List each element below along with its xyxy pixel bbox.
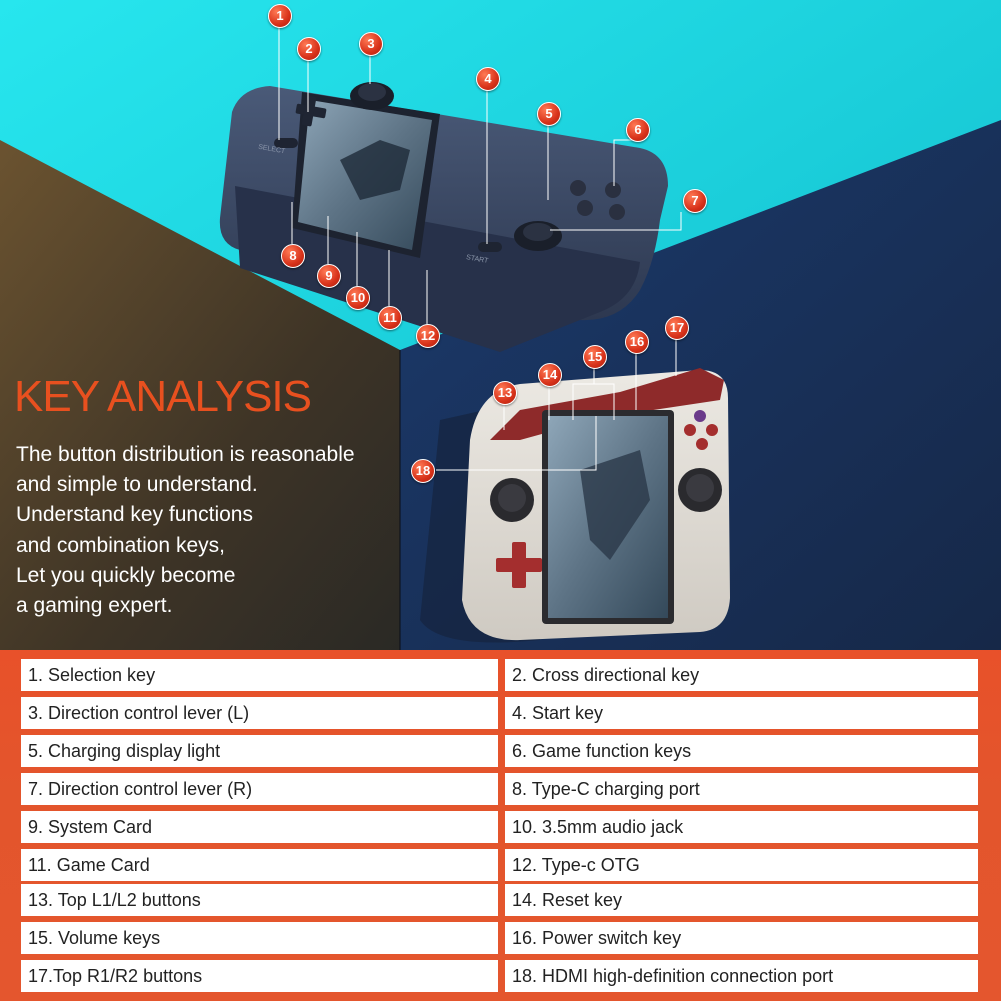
description-line: and simple to understand.: [16, 473, 258, 497]
callout-8: 8: [281, 244, 305, 268]
callout-2: 2: [297, 37, 321, 61]
callout-16: 16: [625, 330, 649, 354]
legend-cell: 8. Type-C charging port: [505, 773, 978, 805]
hero-image: SELECT START 1 2 3 4 5 6 7 8 9 10 11 12 …: [0, 0, 1001, 650]
legend-cell: 1. Selection key: [21, 659, 498, 691]
callout-13: 13: [493, 381, 517, 405]
legend-cell: 6. Game function keys: [505, 735, 978, 767]
legend-cell: 15. Volume keys: [21, 922, 498, 954]
legend-cell: 12. Type-c OTG: [505, 849, 978, 881]
legend-cell: 11. Game Card: [21, 849, 498, 881]
legend-cell: 18. HDMI high-definition connection port: [505, 960, 978, 992]
dark-handheld: [219, 82, 669, 352]
legend-cell: 14. Reset key: [505, 884, 978, 916]
light-handheld: [420, 368, 730, 643]
callout-1: 1: [268, 4, 292, 28]
description-line: a gaming expert.: [16, 594, 173, 618]
callout-10: 10: [346, 286, 370, 310]
product-illustration: [0, 0, 1001, 650]
legend-cell: 17.Top R1/R2 buttons: [21, 960, 498, 992]
callout-15: 15: [583, 345, 607, 369]
legend-cell: 3. Direction control lever (L): [21, 697, 498, 729]
callout-4: 4: [476, 67, 500, 91]
callout-7: 7: [683, 189, 707, 213]
key-legend-table: 1. Selection key 2. Cross directional ke…: [0, 650, 1001, 1001]
callout-3: 3: [359, 32, 383, 56]
description-line: The button distribution is reasonable: [16, 443, 355, 466]
callout-11: 11: [378, 306, 402, 330]
leader-lines: [278, 26, 682, 471]
callout-17: 17: [665, 316, 689, 340]
callout-5: 5: [537, 102, 561, 126]
legend-cell: 2. Cross directional key: [505, 659, 978, 691]
description-line: Let you quickly become: [16, 563, 236, 587]
description-line: Understand key functions: [16, 503, 253, 527]
callout-14: 14: [538, 363, 562, 387]
callout-9: 9: [317, 264, 341, 288]
legend-cell: 10. 3.5mm audio jack: [505, 811, 978, 843]
callout-12: 12: [416, 324, 440, 348]
legend-cell: 9. System Card: [21, 811, 498, 843]
callout-18: 18: [411, 459, 435, 483]
legend-cell: 5. Charging display light: [21, 735, 498, 767]
legend-cell: 4. Start key: [505, 697, 978, 729]
description-line: and combination keys,: [16, 533, 225, 557]
page-title: KEY ANALYSIS: [14, 372, 312, 421]
callout-6: 6: [626, 118, 650, 142]
legend-cell: 16. Power switch key: [505, 922, 978, 954]
legend-cell: 7. Direction control lever (R): [21, 773, 498, 805]
description: The button distribution is reasonable an…: [16, 440, 406, 621]
legend-cell: 13. Top L1/L2 buttons: [21, 884, 498, 916]
